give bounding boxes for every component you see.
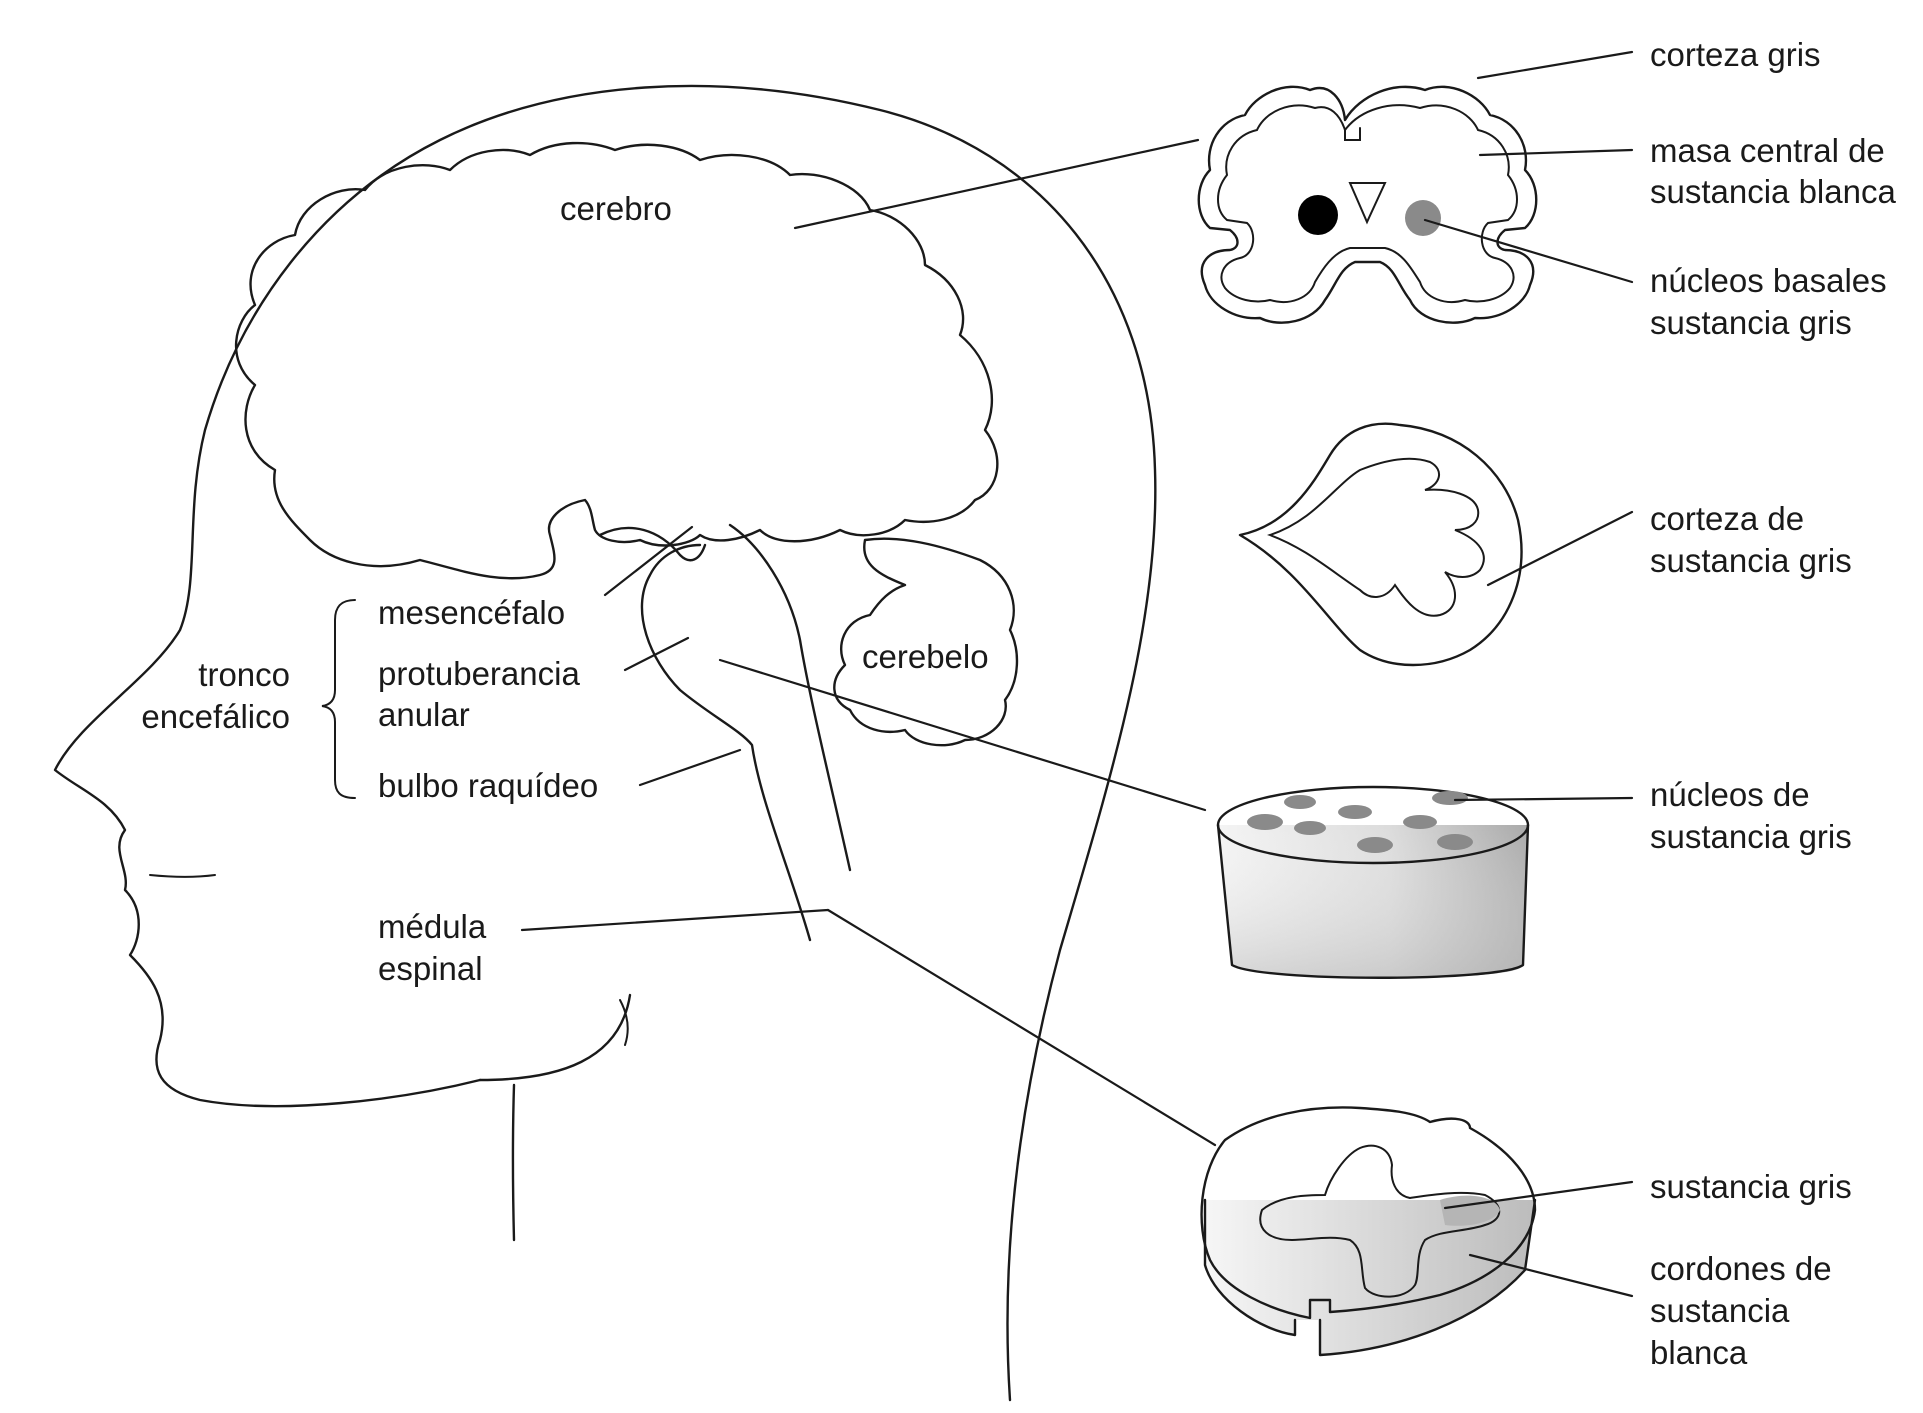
label-corteza-de-1: corteza de: [1650, 500, 1804, 537]
tronco-brace: [322, 600, 355, 798]
label-nucleos-de-1: núcleos de: [1650, 776, 1810, 813]
label-cordones-2: sustancia: [1650, 1292, 1790, 1329]
label-cerebelo: cerebelo: [862, 638, 989, 675]
cerebrum-cross-section: [1199, 52, 1632, 323]
nuclei-cylinder: [1218, 787, 1632, 978]
labels: cerebro cerebelo mesencéfalo protuberanc…: [141, 36, 1896, 1371]
label-protuberancia-1: protuberancia: [378, 655, 580, 692]
label-corteza-gris: corteza gris: [1650, 36, 1821, 73]
label-nucleos-de-2: sustancia gris: [1650, 818, 1852, 855]
cerebellum-section: [1240, 424, 1632, 665]
spinal-cord-section: [1202, 1107, 1632, 1355]
label-cordones-3: blanca: [1650, 1334, 1748, 1371]
label-cerebro: cerebro: [560, 190, 672, 227]
label-masa-central-1: masa central de: [1650, 132, 1885, 169]
label-corteza-de-2: sustancia gris: [1650, 542, 1852, 579]
label-tronco-2: encefálico: [141, 698, 290, 735]
label-nucleos-basales-2: sustancia gris: [1650, 304, 1852, 341]
label-nucleos-basales-1: núcleos basales: [1650, 262, 1887, 299]
label-protuberancia-2: anular: [378, 696, 470, 733]
label-medula-1: médula: [378, 908, 487, 945]
label-cordones-1: cordones de: [1650, 1250, 1832, 1287]
basal-nucleus-left: [1298, 195, 1338, 235]
label-masa-central-2: sustancia blanca: [1650, 173, 1896, 210]
label-tronco-1: tronco: [198, 656, 290, 693]
label-medula-2: espinal: [378, 950, 483, 987]
brainstem: [642, 525, 850, 940]
label-sustancia-gris: sustancia gris: [1650, 1168, 1852, 1205]
label-mesencefalo: mesencéfalo: [378, 594, 565, 631]
label-bulbo: bulbo raquídeo: [378, 767, 598, 804]
basal-nucleus-right: [1405, 200, 1441, 236]
